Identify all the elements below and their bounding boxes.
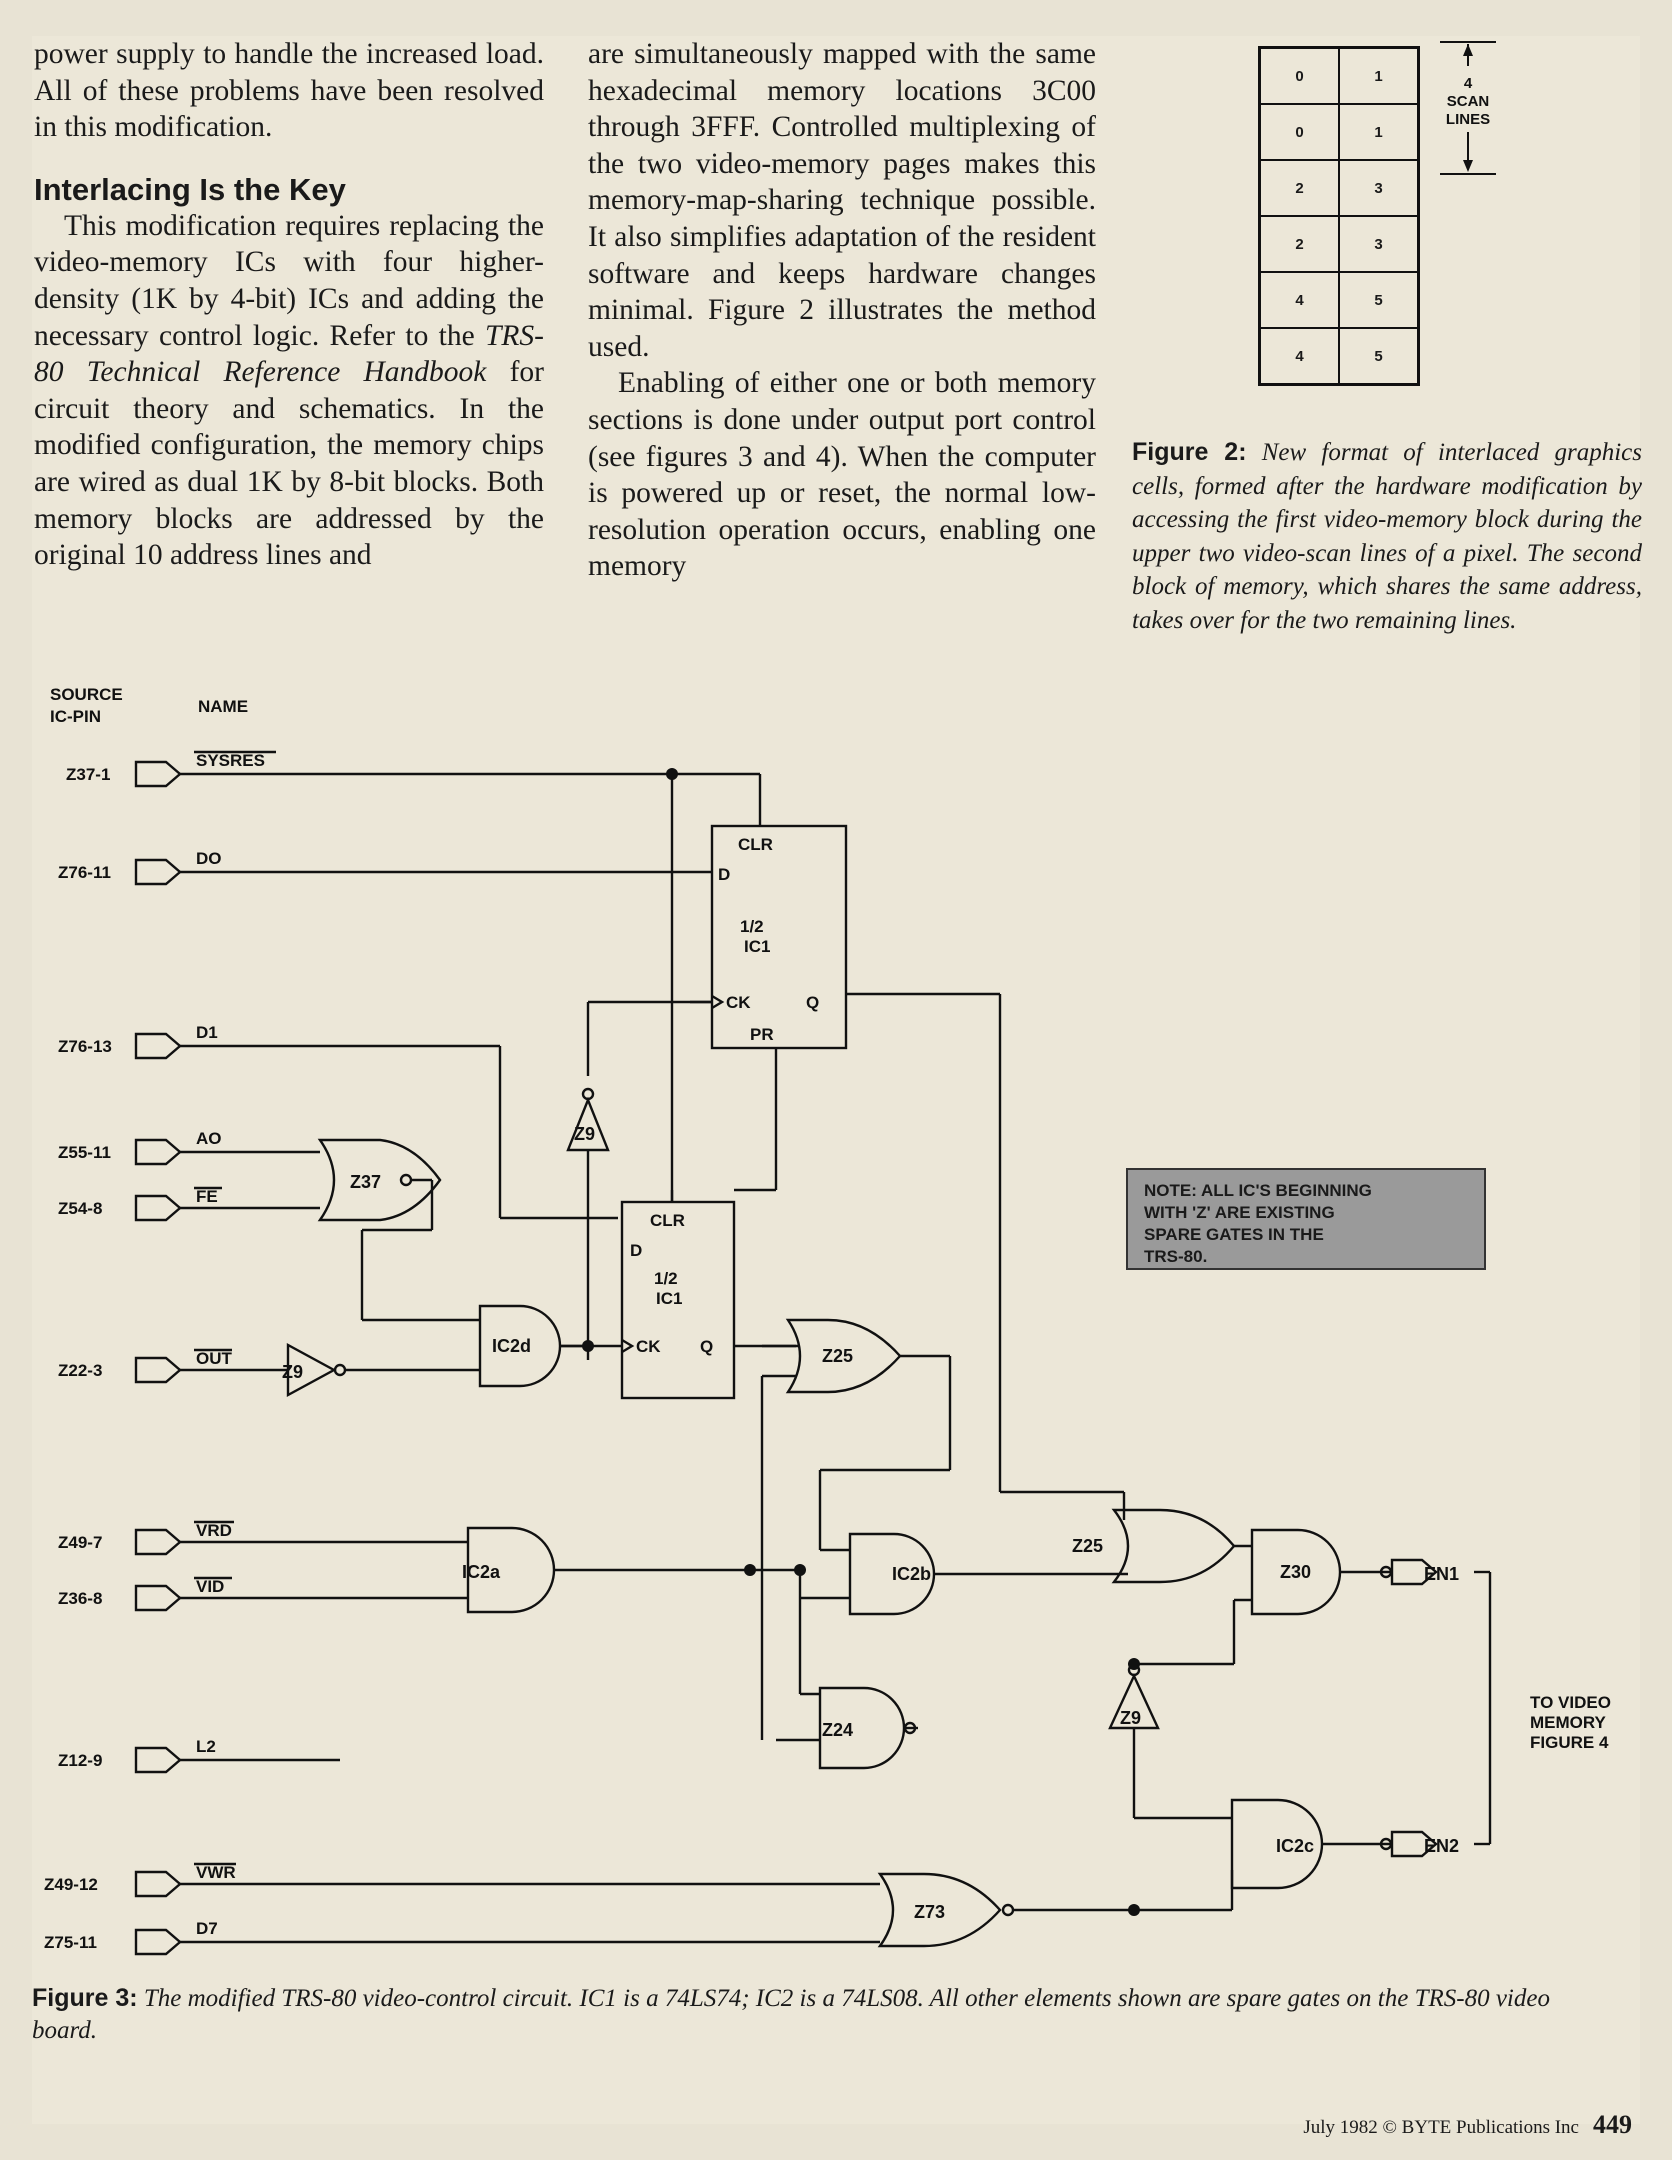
signal-label: AO [196,1129,222,1148]
paragraph: are simultaneously mapped with the same … [588,38,1096,363]
note-line: NOTE: ALL IC'S BEGINNING [1144,1181,1372,1200]
interlace-cell-grid: 0 1 0 1 2 3 2 3 4 5 4 5 [1258,46,1420,386]
signal-label: VRD [196,1521,232,1540]
grid-cell: 1 [1339,48,1418,104]
figure-3-caption: Figure 3: The modified TRS-80 video-cont… [32,1982,1612,2047]
grid-cell: 3 [1339,216,1418,272]
gate-label: Z25 [822,1346,853,1366]
figure-label: Figure 2: [1132,438,1247,466]
publication-credit: July 1982 © BYTE Publications Inc [1303,2117,1579,2138]
grid-cell: 1 [1339,104,1418,160]
memory-label: MEMORY [1530,1713,1607,1732]
ff-clr-label: CLR [738,835,773,854]
pin-label: Z37-1 [66,765,110,784]
en2-output: EN2 [1424,1836,1459,1856]
gate-label: IC2b [892,1564,931,1584]
section-heading: Interlacing Is the Key [34,171,346,207]
note-line: TRS-80. [1144,1247,1208,1266]
pin-label: Z12-9 [58,1751,102,1770]
gate-label: Z25 [1072,1536,1103,1556]
ff-q-label: Q [700,1337,713,1356]
source-header: SOURCE [50,685,123,704]
grid-cell: 5 [1339,328,1418,384]
ff-clr-label: CLR [650,1211,685,1230]
en1-output: EN1 [1424,1564,1459,1584]
pin-label: Z36-8 [58,1589,102,1608]
gate-label: Z9 [282,1362,303,1382]
note-box: NOTE: ALL IC'S BEGINNING WITH 'Z' ARE EX… [1126,1168,1486,1270]
signal-label: VWR [196,1863,236,1882]
signal-label: D7 [196,1919,218,1938]
grid-cell: 2 [1260,160,1339,216]
pin-label: Z75-11 [44,1933,97,1952]
pin-label: Z22-3 [58,1361,102,1380]
ff-q-label: Q [806,993,819,1012]
pin-label: Z76-13 [58,1037,112,1056]
page-footer: July 1982 © BYTE Publications Inc 449 [1303,2110,1632,2140]
grid-cell: 0 [1260,48,1339,104]
gate-label: Z73 [914,1902,945,1922]
signal-label: DO [196,849,222,868]
scan-number: 4 [1464,75,1473,92]
grid-cell: 0 [1260,104,1339,160]
signal-label: FE [196,1187,218,1206]
ff-ic-label: IC1 [744,937,770,956]
note-line: WITH 'Z' ARE EXISTING [1144,1203,1335,1222]
ff-ck-label: CK [636,1337,661,1356]
paragraph: This modification requires replacing the… [34,208,544,574]
book-title: TRS-80 Technical Reference Handbook [34,319,544,389]
page-number: 449 [1593,2110,1632,2139]
gate-label: Z9 [574,1124,595,1144]
pin-label: Z76-11 [58,863,111,882]
ff-d-label: D [630,1241,642,1260]
name-header: NAME [198,697,248,716]
ff-half-label: 1/2 [654,1269,678,1288]
signal-label: OUT [196,1349,233,1368]
figure4-label: FIGURE 4 [1530,1733,1609,1752]
ff-ic-label: IC1 [656,1289,682,1308]
gate-label: Z9 [1120,1708,1141,1728]
text-run: This modification requires replacing the… [34,209,544,352]
grid-cell: 4 [1260,328,1339,384]
gate-label: Z30 [1280,1562,1311,1582]
grid-cell: 4 [1260,272,1339,328]
text-column-1: power supply to handle the increased loa… [34,36,544,574]
figure-label: Figure 3: [32,1984,138,2012]
pin-label: Z54-8 [58,1199,102,1218]
gate-label: Z37 [350,1172,381,1192]
note-line: SPARE GATES IN THE [1144,1225,1324,1244]
text-run: for circuit theory and schematics. In th… [34,356,544,572]
caption-text: New format of interlaced graphics cells,… [1132,439,1643,634]
pin-label: Z49-7 [58,1533,102,1552]
gate-label: Z24 [822,1720,853,1740]
text-column-2: are simultaneously mapped with the same … [588,36,1096,585]
gate-label: IC2c [1276,1836,1314,1856]
ff-pr-label: PR [750,1025,774,1044]
ff-d-label: D [718,865,730,884]
to-video-label: TO VIDEO [1530,1693,1611,1712]
icpin-header: IC-PIN [50,707,101,726]
gate-label: IC2d [492,1336,531,1356]
figure-2-caption: Figure 2: New format of interlaced graph… [1132,436,1642,637]
caption-text: The modified TRS-80 video-control circui… [32,1985,1550,2044]
gate-label: IC2a [462,1562,501,1582]
pin-label: Z55-11 [58,1143,111,1162]
paragraph: power supply to handle the increased loa… [34,38,544,144]
paragraph: Enabling of either one or both memory se… [588,367,1096,583]
lines-label: LINES [1446,111,1490,128]
scan-label: SCAN [1447,93,1490,110]
scan-lines-indicator: 4 SCAN LINES [1440,41,1496,175]
ff-half-label: 1/2 [740,917,764,936]
grid-cell: 2 [1260,216,1339,272]
signal-label: D1 [196,1023,218,1042]
signal-label: VID [196,1577,224,1596]
signal-label: SYSRES [196,751,265,770]
grid-cell: 5 [1339,272,1418,328]
grid-cell: 3 [1339,160,1418,216]
signal-label: L2 [196,1737,216,1756]
ff-ck-label: CK [726,993,751,1012]
pin-label: Z49-12 [44,1875,98,1894]
